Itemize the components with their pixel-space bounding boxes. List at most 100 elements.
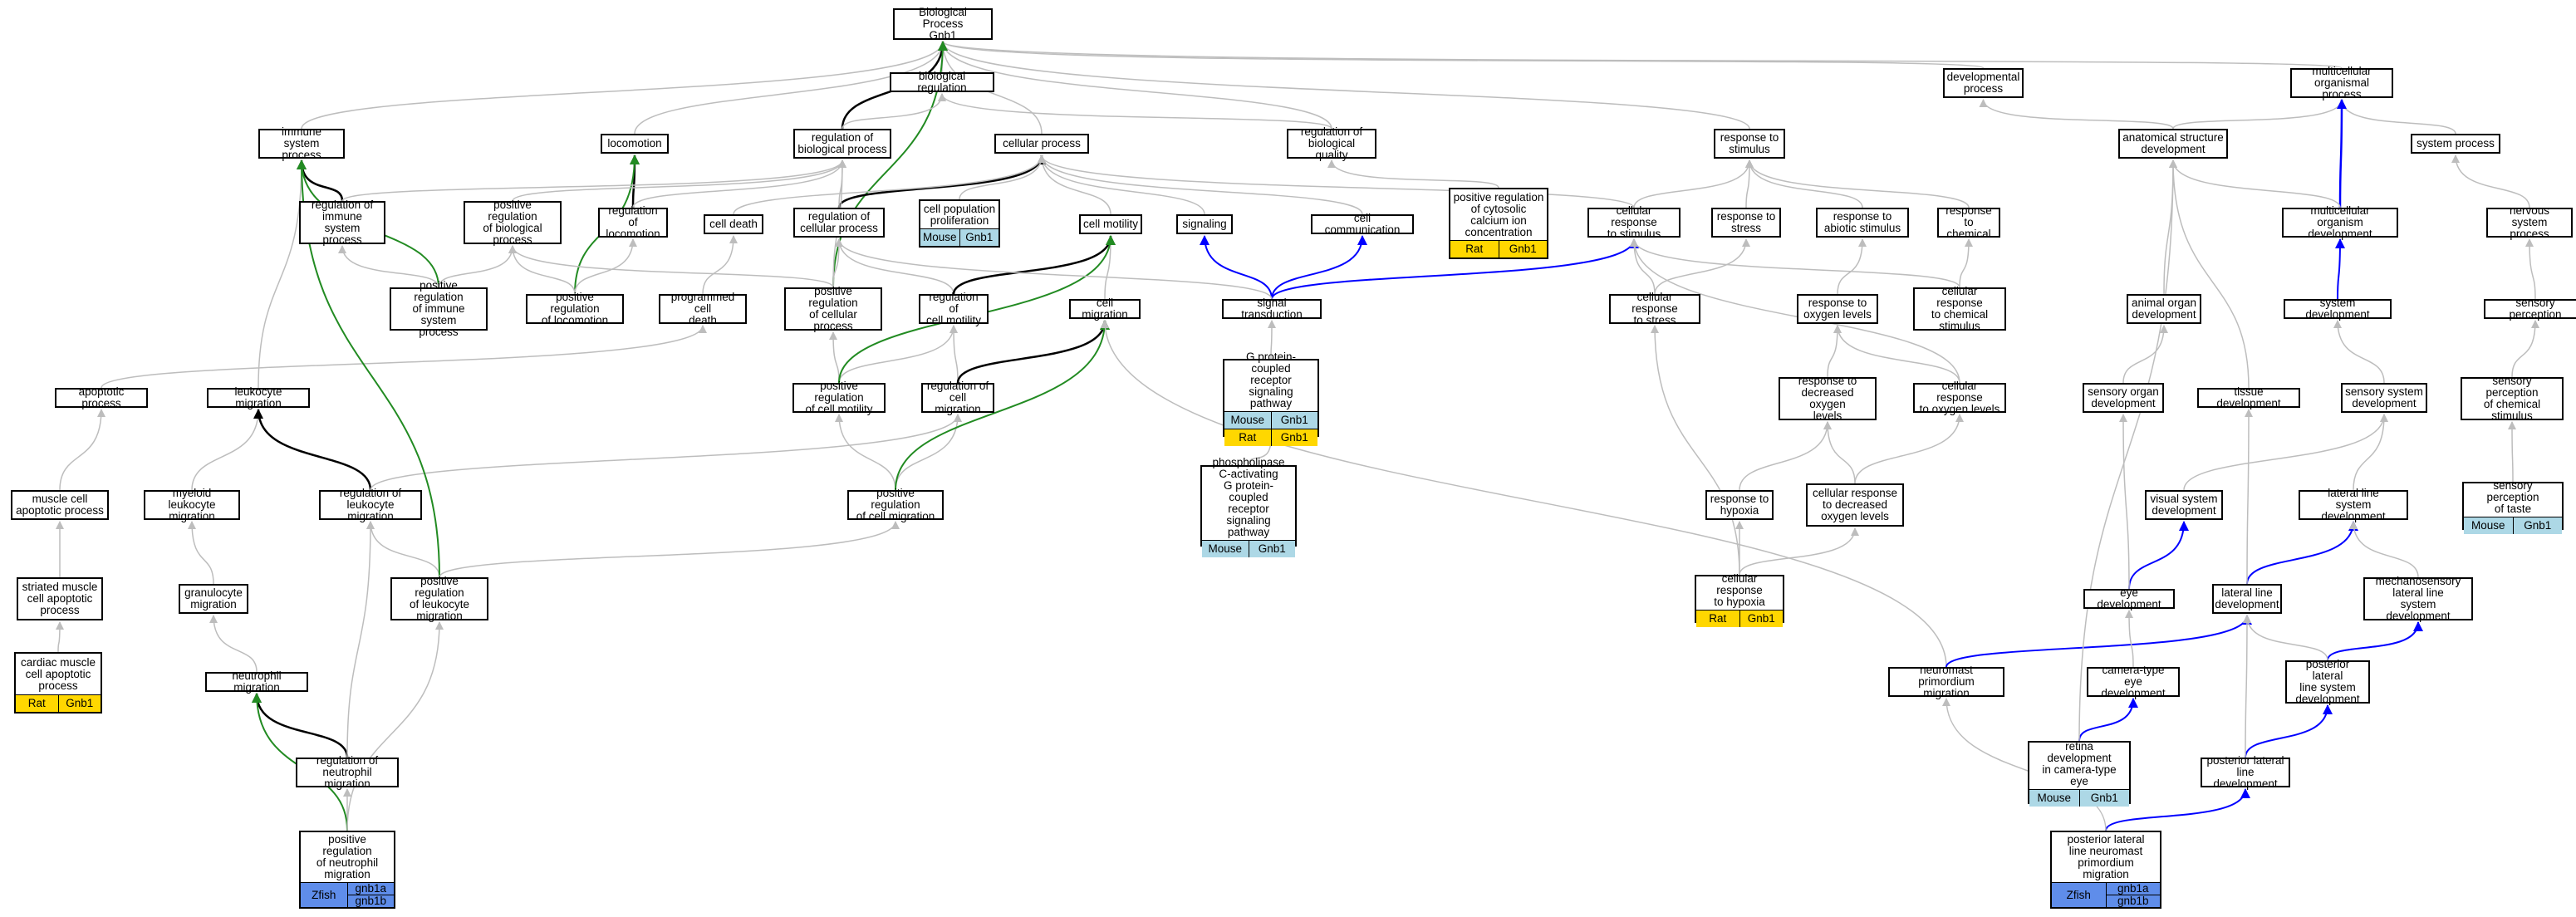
node-multidev[interactable]: multicellular organism development [2282,205,2398,240]
node-cellrespchem[interactable]: cellular response to chemical stimulus [1913,286,2006,332]
node-regqual[interactable]: regulation of biological quality [1287,126,1376,161]
node-label: cellular response to stimulus [1607,204,1661,240]
node-respstress[interactable]: response to stress [1711,208,1781,238]
node-sysproc[interactable]: system process [2411,134,2500,154]
node-postlatsys[interactable]: posterior lateral line system developmen… [2285,659,2370,705]
node-granulocyte[interactable]: granulocyte migration [179,584,248,614]
node-latlinedev[interactable]: lateral line development [2212,584,2282,614]
node-sysdev[interactable]: system development [2284,297,2392,321]
node-posregneut[interactable]: positive regulation of neutrophil migrat… [299,831,395,909]
node-respstim[interactable]: response to stimulus [1714,129,1785,159]
node-sensysdev[interactable]: sensory system development [2341,383,2427,413]
edge-cellrespchem-to-respchem [1959,238,1973,288]
node-regcell[interactable]: regulation of cellular process [793,208,885,238]
node-apoptotic[interactable]: apoptotic process [55,386,148,409]
node-posregcellmot[interactable]: positive regulation of cell motility [792,380,886,415]
node-bioreg[interactable]: biological regulation [890,71,994,94]
node-cellmot[interactable]: cell motility [1079,214,1142,234]
node-cellrespstress[interactable]: cellular response to stress [1609,292,1700,326]
node-label: Biological Process Gnb1 [919,6,967,42]
node-cellmig[interactable]: cell migration [1069,297,1141,321]
node-postlatneuro[interactable]: posterior lateral line neuromast primord… [2050,831,2161,909]
node-posregloco[interactable]: positive regulation of locomotion [526,292,624,326]
node-locomotion[interactable]: locomotion [601,134,669,154]
node-latline[interactable]: lateral line system development [2299,488,2408,522]
node-tissuedev[interactable]: tissue development [2197,386,2300,409]
node-progdeath[interactable]: programmed cell death [659,292,747,326]
edge-respabio-to-respstim [1745,159,1863,208]
node-multiproc[interactable]: multicellular organismal process [2290,66,2393,101]
node-animorg[interactable]: animal organ development [2127,294,2201,324]
node-celldeath[interactable]: cell death [704,214,763,234]
node-neuromast[interactable]: neuromast primordium migration [1888,664,2004,699]
node-sensorgan[interactable]: sensory organ development [2083,383,2164,413]
node-label: visual system development [2150,493,2218,517]
node-root[interactable]: Biological Process Gnb1 [893,6,993,42]
node-label: granulocyte migration [184,586,243,611]
node-posregcellmig[interactable]: positive regulation of cell migration [847,488,944,522]
node-neutmig[interactable]: neutrophil migration [205,670,308,694]
node-respabio[interactable]: response to abiotic stimulus [1816,208,1909,238]
species-label: Mouse [1224,412,1272,429]
node-posregleuk[interactable]: positive regulation of leukocyte migrati… [390,576,488,622]
edge-anatdev-to-multiproc [2172,99,2346,130]
node-cameye[interactable]: camera-type eye development [2087,664,2180,699]
node-regloco[interactable]: regulation of locomotion [598,205,668,240]
node-leukmig[interactable]: leukocyte migration [207,386,310,409]
edge-sigtrans-to-cellcomm [1271,235,1367,300]
node-postlatdev[interactable]: posterior lateral line development [2201,755,2290,790]
node-cellcomm[interactable]: cell communication [1311,213,1414,236]
node-label: cellular process [1003,137,1081,150]
node-gpcr[interactable]: G protein-coupled receptor signaling pat… [1223,351,1319,446]
node-posregimm[interactable]: positive regulation of immune system pro… [390,280,488,338]
node-musclecell[interactable]: muscle cell apoptotic process [11,490,109,520]
node-regcellmig[interactable]: regulation of cell migration [921,380,994,415]
node-respchem[interactable]: response to chemical [1937,205,2000,240]
node-posregcyt[interactable]: positive regulation of cytosolic calcium… [1449,188,1548,259]
node-myeloid[interactable]: myeloid leukocyte migration [144,488,240,522]
node-immune[interactable]: immune system process [258,126,345,161]
node-label: regulation of cellular process [800,210,878,234]
node-eyedev[interactable]: eye development [2083,587,2175,611]
node-plc[interactable]: phospholipase C-activating G protein-cou… [1200,456,1297,557]
node-devproc[interactable]: developmental process [1943,68,2024,98]
node-respdecoxy[interactable]: response to decreased oxygen levels [1779,375,1877,422]
node-signaling[interactable]: signaling [1176,214,1233,234]
node-regimm[interactable]: regulation of immune system process [299,199,385,246]
node-regneut[interactable]: regulation of neutrophil migration [296,755,399,790]
node-resphyp[interactable]: response to hypoxia [1705,490,1774,520]
species-label: Zfish [301,883,348,907]
node-cellrespoxy[interactable]: cellular response to oxygen levels [1913,380,2006,415]
node-respoxy[interactable]: response to oxygen levels [1797,294,1878,324]
edge-neuromast-to-latlinedev [1945,615,2252,668]
edge-resphyp-to-respdecoxy [1739,421,1832,491]
node-regbio[interactable]: regulation of biological process [793,129,891,159]
node-posregcell[interactable]: positive regulation of cellular process [784,286,882,332]
node-posregbio[interactable]: positive regulation of biological proces… [464,199,562,246]
species-label: Zfish [2052,883,2107,907]
node-label: response to chemical [1945,204,1992,240]
node-sensperc[interactable]: sensory perception [2484,297,2576,321]
node-sigtrans[interactable]: signal transduction [1222,297,1322,321]
edge-sysproc-to-multiproc [2338,99,2456,135]
node-regleuk[interactable]: regulation of leukocyte migration [319,488,422,522]
node-cellrespstim[interactable]: cellular response to stimulus [1587,205,1681,240]
node-visualsys[interactable]: visual system development [2145,490,2223,520]
node-striated[interactable]: striated muscle cell apoptotic process [17,577,103,620]
node-sensperchem[interactable]: sensory perception of chemical stimulus [2461,375,2564,422]
node-cellproc[interactable]: cellular process [994,134,1089,154]
node-label: programmed cell death [670,291,735,326]
edge-sensorgan-to-animorg [2122,325,2168,384]
node-anatdev[interactable]: anatomical structure development [2118,129,2228,159]
node-cellrespdec[interactable]: cellular response to decreased oxygen le… [1806,483,1904,527]
node-regcellmot[interactable]: regulation of cell motility [919,292,989,326]
node-nervsys[interactable]: nervous system process [2486,205,2573,240]
node-mechano[interactable]: mechanosensory lateral line system devel… [2363,576,2473,622]
